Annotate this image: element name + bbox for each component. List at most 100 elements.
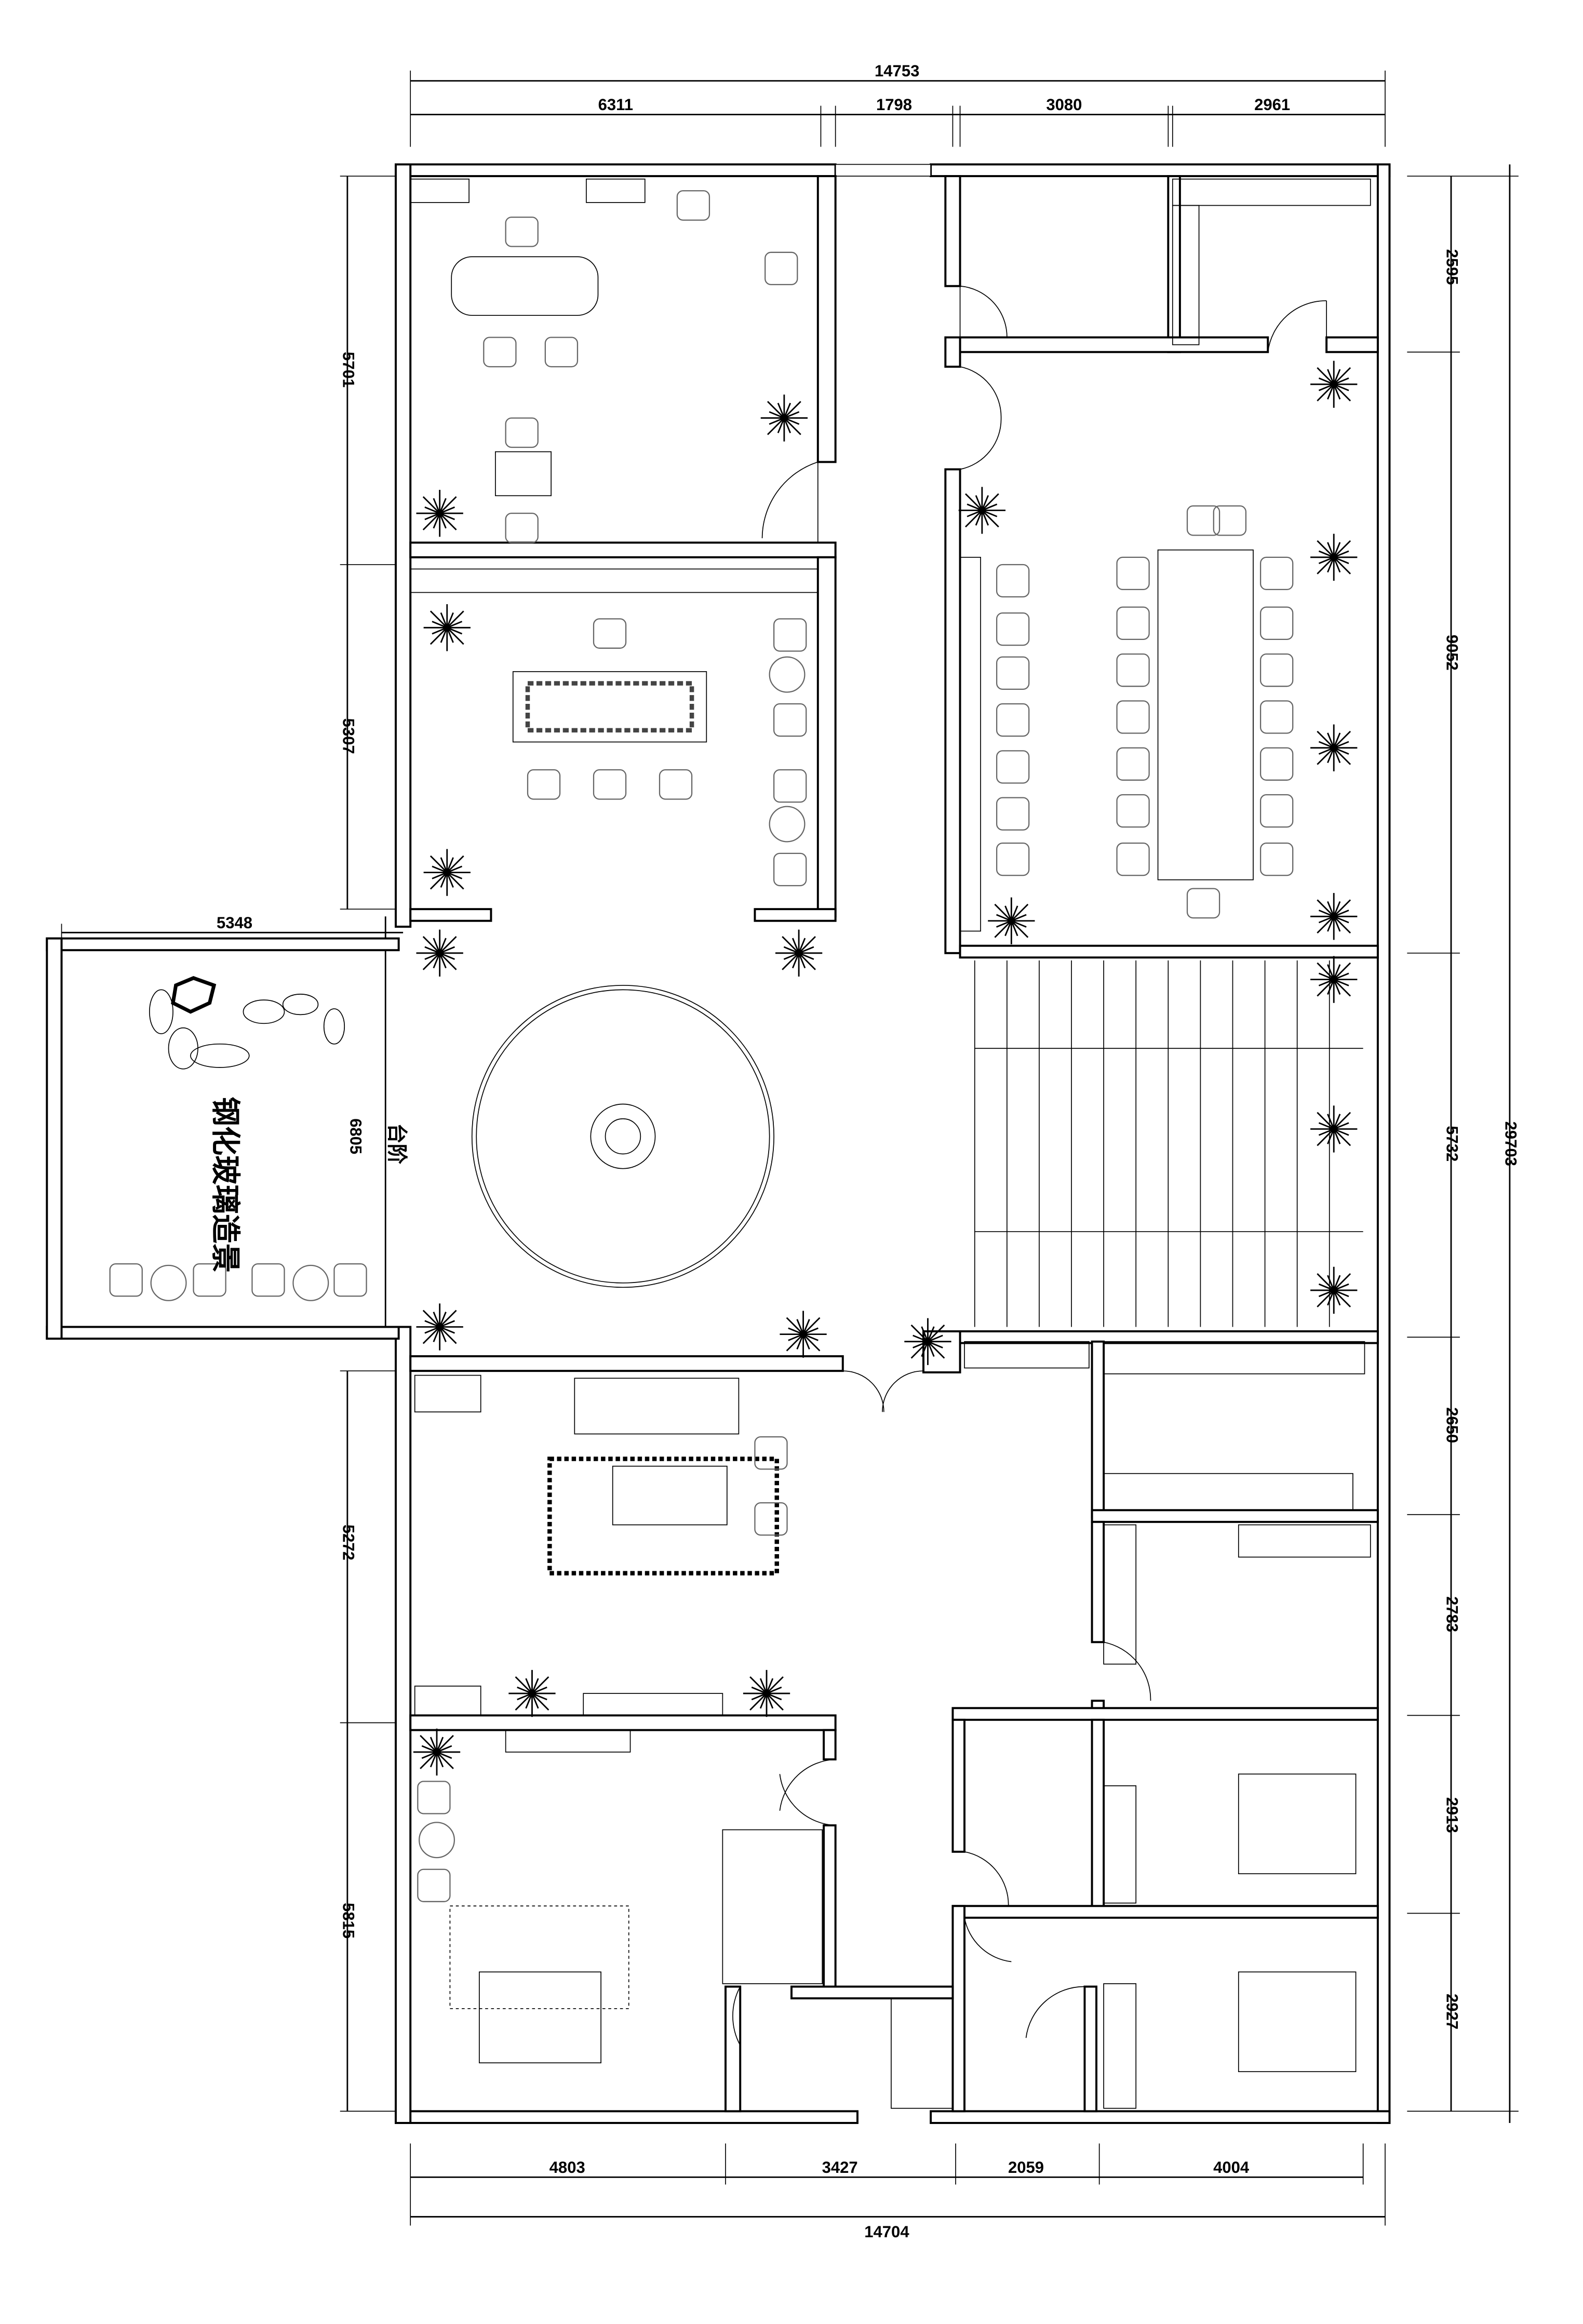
chair-seat: [764, 251, 798, 286]
chair-icon: [1259, 700, 1294, 734]
chair-icon: [1116, 794, 1150, 828]
chair-icon: [1116, 747, 1150, 781]
chair-seat: [773, 852, 807, 887]
rock-icon: [171, 976, 217, 1014]
chair-icon: [676, 190, 710, 221]
chair-icon: [1259, 794, 1294, 828]
dim-top: 2961: [1254, 96, 1290, 114]
dim-left: 5307: [339, 718, 357, 754]
plant-icon: [780, 1311, 827, 1358]
plant-icon: [416, 490, 463, 537]
plant-icon: [508, 1669, 556, 1717]
staircase: [974, 960, 1363, 1327]
walls: [46, 163, 1391, 2124]
chair-seat: [417, 1868, 451, 1902]
dim-bottom: 4004: [1213, 2158, 1250, 2176]
chair-icon: [505, 417, 539, 448]
plant-icon: [1310, 1105, 1358, 1153]
plant-icon: [423, 849, 471, 896]
dim-right: 2913: [1443, 1797, 1461, 1833]
dim-left: 5272: [339, 1525, 357, 1560]
chair-seat: [251, 1263, 285, 1297]
chair-icon: [764, 251, 798, 286]
chair-seat: [773, 618, 807, 652]
chair-seat: [676, 190, 710, 221]
chair-seat: [996, 843, 1030, 876]
plants: [413, 360, 1358, 1776]
chair-icon: [417, 1781, 451, 1814]
dim-bottom: 3427: [822, 2158, 858, 2176]
chair-icon: [1116, 700, 1150, 734]
plant-icon: [1310, 533, 1358, 581]
chair-icon: [1116, 843, 1150, 876]
dim-right: 2650: [1443, 1407, 1461, 1443]
chair-seat: [996, 797, 1030, 831]
chair-seat: [1116, 606, 1150, 640]
chair-icon: [1116, 653, 1150, 687]
chair-seat: [1213, 505, 1247, 536]
chair-icon: [417, 1868, 451, 1902]
plant-icon: [1310, 1266, 1358, 1314]
chair-icon: [996, 656, 1030, 690]
steps-label: 台阶: [385, 1123, 409, 1165]
chair-icon: [754, 1436, 788, 1470]
chair-icon: [1116, 606, 1150, 640]
chair-icon: [593, 618, 627, 649]
doors: [732, 285, 1327, 2046]
chair-seat: [1116, 747, 1150, 781]
chair-seat: [996, 564, 1030, 598]
chair-icon: [773, 618, 807, 652]
chair-seat: [1186, 888, 1220, 919]
chair-seat: [593, 769, 627, 800]
chair-icon: [193, 1263, 226, 1297]
side-table-icon: [150, 1264, 187, 1301]
chair-seat: [1186, 505, 1220, 536]
chair-seat: [417, 1781, 451, 1814]
side-table-icon: [769, 806, 806, 843]
chair-icon: [773, 703, 807, 737]
plant-icon: [1310, 893, 1358, 940]
side-table-icon: [419, 1822, 455, 1859]
chair-seat: [505, 513, 539, 543]
dim-top: 3080: [1046, 96, 1082, 114]
chair-icon: [109, 1263, 143, 1297]
dimension-lines: 14753 6311 1798 3080 2961 4803 3427 2059…: [61, 62, 1520, 2241]
chair-icon: [996, 797, 1030, 831]
chair-seat: [109, 1263, 143, 1297]
chair-icon: [1116, 556, 1150, 591]
dim-top: 1798: [876, 96, 912, 114]
dim-bottom: 2059: [1008, 2158, 1044, 2176]
chair-icon: [996, 564, 1030, 598]
dim-bottom: 4803: [549, 2158, 585, 2176]
chair-icon: [1186, 505, 1220, 536]
chair-icon: [505, 216, 539, 247]
chair-icon: [1259, 747, 1294, 781]
chair-icon: [773, 769, 807, 803]
chair-icon: [593, 769, 627, 800]
chair-icon: [251, 1263, 285, 1297]
chair-seat: [527, 769, 561, 800]
chair-icon: [754, 1502, 788, 1536]
dim-top: 6311: [598, 96, 633, 114]
chair-seat: [1116, 794, 1150, 828]
chair-seat: [505, 216, 539, 247]
chair-seat: [773, 769, 807, 803]
dim-right: 2927: [1443, 1994, 1461, 2029]
dim-right: 2595: [1443, 249, 1461, 285]
chair-seat: [1259, 747, 1294, 781]
chair-seat: [659, 769, 693, 800]
chair-icon: [1259, 653, 1294, 687]
dim-right: 5732: [1443, 1126, 1461, 1161]
glass-landscape-label: 钢化玻璃造景: [208, 1097, 242, 1273]
plant-icon: [743, 1669, 790, 1717]
chair-seat: [193, 1263, 226, 1297]
plant-icon: [775, 929, 823, 977]
chair-seat: [754, 1436, 788, 1470]
chair-seat: [1116, 653, 1150, 687]
chair-seat: [996, 750, 1030, 784]
side-table-icon: [292, 1264, 329, 1301]
chair-icon: [483, 337, 517, 368]
chair-seat: [1259, 606, 1294, 640]
chair-seat: [1116, 843, 1150, 876]
